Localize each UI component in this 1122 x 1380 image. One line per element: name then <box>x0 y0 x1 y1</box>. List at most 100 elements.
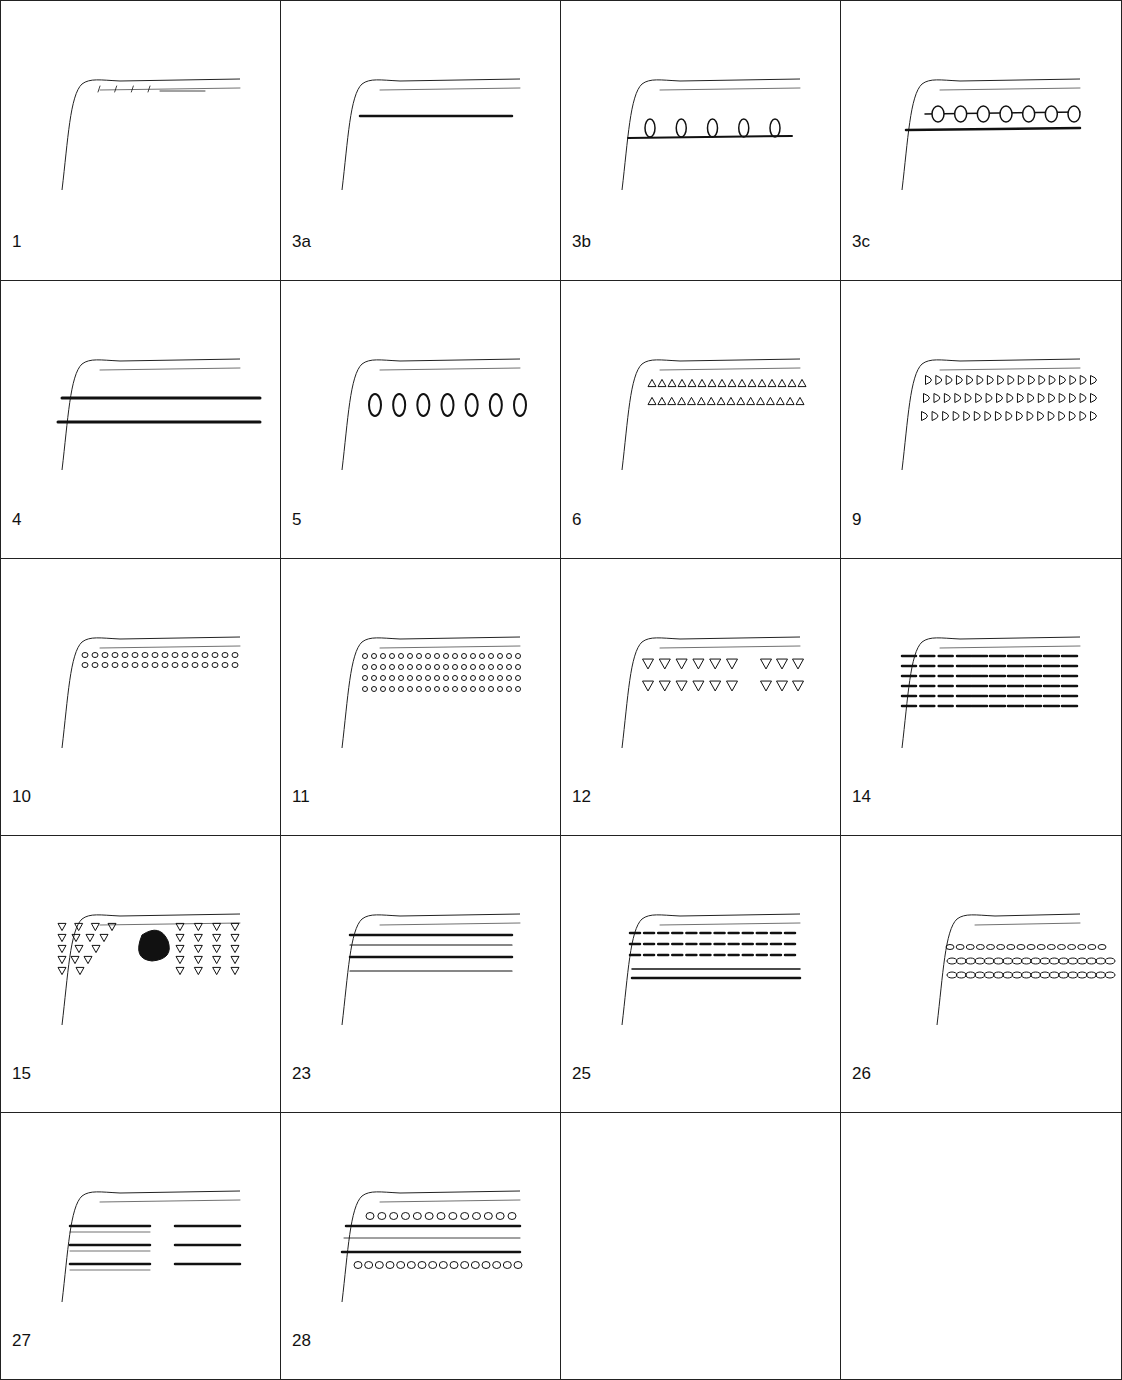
sherd-stroke <box>920 705 934 708</box>
sherd-stroke <box>70 1251 150 1252</box>
sherd-stroke <box>957 695 971 698</box>
sherd-stroke <box>182 663 188 668</box>
sherd-stroke <box>715 932 725 935</box>
sherd-stroke <box>920 675 934 678</box>
sherd-stroke <box>381 687 386 692</box>
sherd-stroke <box>771 932 781 935</box>
sherd-stroke <box>1038 412 1044 421</box>
sherd-stroke <box>212 663 218 668</box>
sherd-stroke <box>442 394 454 416</box>
sherd-stroke <box>778 379 786 386</box>
sherd-stroke <box>503 1262 511 1269</box>
sherd-stroke <box>668 379 676 386</box>
sherd-stroke <box>92 663 98 668</box>
sherd-stroke <box>659 659 670 669</box>
sherd-stroke <box>1017 945 1025 950</box>
sherd-stroke <box>480 676 485 681</box>
sherd-stroke <box>693 681 704 691</box>
sherd-stroke <box>360 115 512 118</box>
sherd-stroke <box>489 654 494 659</box>
sherd-stroke <box>1017 394 1023 403</box>
sherd-stroke <box>718 379 726 386</box>
sherd-stroke <box>997 394 1003 403</box>
sherd-stroke <box>484 1213 492 1220</box>
sherd-stroke <box>102 663 108 668</box>
sherd-stroke <box>1080 394 1086 403</box>
sherd-stroke <box>757 932 767 935</box>
sherd-stroke <box>710 681 721 691</box>
sherd-stroke <box>1012 958 1022 964</box>
sherd-stroke <box>1039 376 1045 385</box>
sherd-stroke <box>363 654 368 659</box>
sherd-stroke <box>399 687 404 692</box>
sherd-stroke <box>630 954 640 957</box>
sherd-stroke <box>75 923 83 930</box>
sherd-stroke <box>697 397 705 404</box>
sherd-stroke <box>700 954 710 957</box>
sherd-stroke <box>507 654 512 659</box>
sherd-stroke <box>990 705 1005 708</box>
sherd-stroke <box>232 663 238 668</box>
sherd-stroke <box>700 943 710 946</box>
sherd-stroke <box>1048 412 1054 421</box>
sherd-stroke <box>902 675 916 678</box>
sherd-stroke <box>92 945 100 952</box>
cell-number: 3b <box>570 232 593 252</box>
sherd-stroke <box>92 653 98 658</box>
sherd-stroke <box>902 665 916 668</box>
sherd-stroke <box>798 379 806 386</box>
sherd-stroke <box>490 394 502 416</box>
sherd-stroke <box>686 943 696 946</box>
sherd-stroke <box>686 954 696 957</box>
sherd-stroke <box>1000 106 1012 122</box>
sherd-stroke <box>1021 972 1031 978</box>
sherd-stroke <box>194 934 202 941</box>
sherd-stroke <box>1045 106 1057 122</box>
cell-number: 15 <box>10 1064 33 1084</box>
sherd-stroke <box>480 654 485 659</box>
grid-line <box>1121 0 1122 1380</box>
sherd-stroke <box>58 956 66 963</box>
sherd-stroke <box>658 379 666 386</box>
sherd-stroke <box>990 695 1005 698</box>
sherd-stroke <box>172 653 178 658</box>
sherd-stroke <box>1062 685 1077 688</box>
sherd-stroke <box>507 676 512 681</box>
sherd-stroke <box>176 945 184 952</box>
cell-number: 3c <box>850 232 872 252</box>
sherd-stroke <box>426 654 431 659</box>
sherd-stroke <box>630 943 640 946</box>
cell-number: 23 <box>290 1064 313 1084</box>
sherd-stroke <box>461 1213 469 1220</box>
sherd-stroke <box>672 943 682 946</box>
sherd-stroke <box>939 695 953 698</box>
sherd-stroke <box>717 397 725 404</box>
sherd-stroke <box>437 1213 445 1220</box>
sherd-stroke <box>435 665 440 670</box>
sherd-stroke <box>176 956 184 963</box>
sherd-stroke <box>498 676 503 681</box>
sherd-stroke <box>1008 665 1023 668</box>
sherd-stroke <box>1086 972 1096 978</box>
grid-line <box>280 0 281 1380</box>
sherd-stroke <box>461 1262 469 1269</box>
sherd-stroke <box>84 956 92 963</box>
sherd-stroke <box>990 675 1005 678</box>
sherd-stroke <box>381 676 386 681</box>
sherd-stroke <box>1062 655 1077 658</box>
sherd-stroke <box>1105 958 1115 964</box>
sherd-stroke <box>1031 958 1041 964</box>
sherd-stroke <box>417 687 422 692</box>
sherd-stroke <box>1044 665 1059 668</box>
grid-line <box>0 558 1122 559</box>
sherd-stroke <box>686 932 696 935</box>
sherd-stroke <box>471 654 476 659</box>
sherd-stroke <box>990 685 1005 688</box>
sherd-stroke <box>785 943 795 946</box>
sherd-stroke <box>976 394 982 403</box>
sherd-stroke <box>1062 695 1077 698</box>
sherd-stroke <box>672 932 682 935</box>
sherd-stroke <box>350 934 512 937</box>
sherd-stroke <box>953 412 959 421</box>
sherd-stroke <box>462 676 467 681</box>
